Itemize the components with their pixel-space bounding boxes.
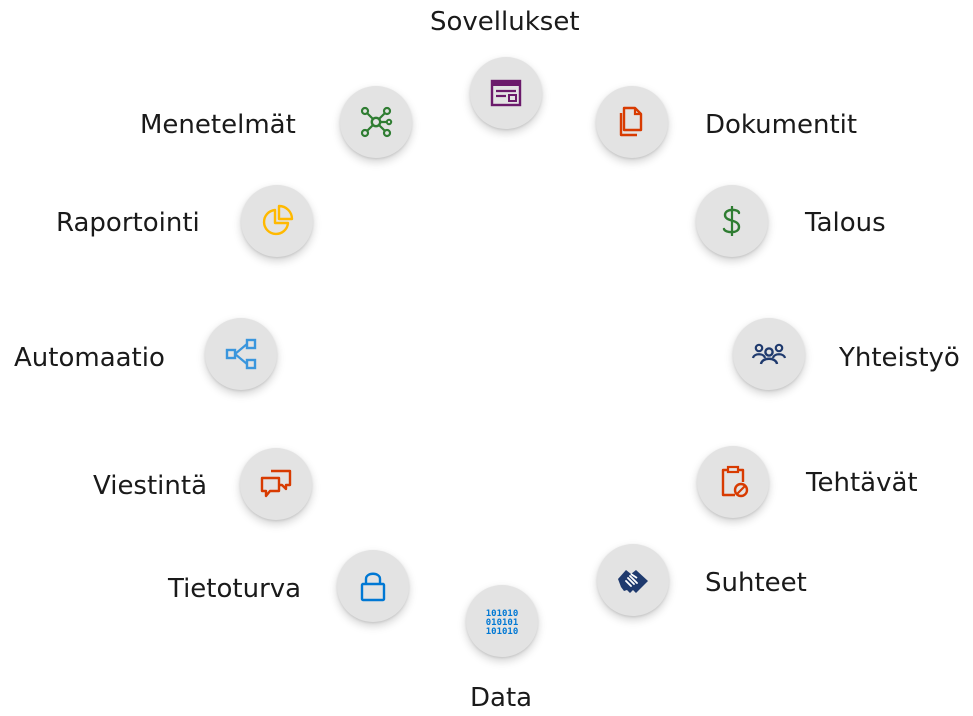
node-yhteistyo[interactable] (733, 318, 805, 390)
label-tehtavat: Tehtävät (806, 468, 918, 498)
lock-icon (360, 572, 386, 602)
pie-chart-icon (262, 204, 294, 236)
svg-text:101010: 101010 (486, 627, 519, 637)
node-viestinta[interactable] (240, 448, 312, 520)
people-icon (751, 343, 787, 365)
label-tietoturva: Tietoturva (168, 574, 302, 604)
binary-data-icon: 101010 010101 101010 (486, 609, 519, 637)
node-raportointi[interactable] (241, 185, 313, 257)
node-dokumentit[interactable] (596, 86, 668, 158)
clipboard-task-icon (721, 465, 749, 498)
node-automaatio[interactable] (205, 318, 277, 390)
label-yhteistyo: Yhteistyö (839, 343, 960, 373)
label-suhteet: Suhteet (705, 568, 807, 598)
node-data[interactable]: 101010 010101 101010 (466, 585, 538, 657)
node-tehtavat[interactable] (697, 446, 769, 518)
node-menetelmat[interactable] (340, 86, 412, 158)
node-sovellukset[interactable] (470, 57, 542, 129)
label-menetelmat: Menetelmät (140, 110, 296, 140)
label-talous: Talous (805, 208, 886, 238)
handshake-icon (618, 570, 648, 593)
node-suhteet[interactable] (597, 544, 669, 616)
flow-icon (225, 338, 257, 370)
chat-bubbles-icon (260, 469, 292, 498)
label-dokumentit: Dokumentit (705, 110, 858, 140)
dollar-icon (722, 206, 741, 236)
node-talous[interactable] (696, 185, 768, 257)
label-viestinta: Viestintä (93, 471, 208, 501)
svg-text:010101: 010101 (486, 618, 519, 628)
label-raportointi: Raportointi (56, 208, 200, 238)
label-automaatio: Automaatio (14, 343, 165, 373)
node-tietoturva[interactable] (337, 550, 409, 622)
svg-text:101010: 101010 (486, 609, 519, 619)
app-window-icon (490, 79, 522, 107)
documents-icon (619, 106, 643, 137)
label-sovellukset: Sovellukset (430, 7, 580, 37)
label-data: Data (470, 683, 533, 713)
network-icon (360, 106, 393, 138)
